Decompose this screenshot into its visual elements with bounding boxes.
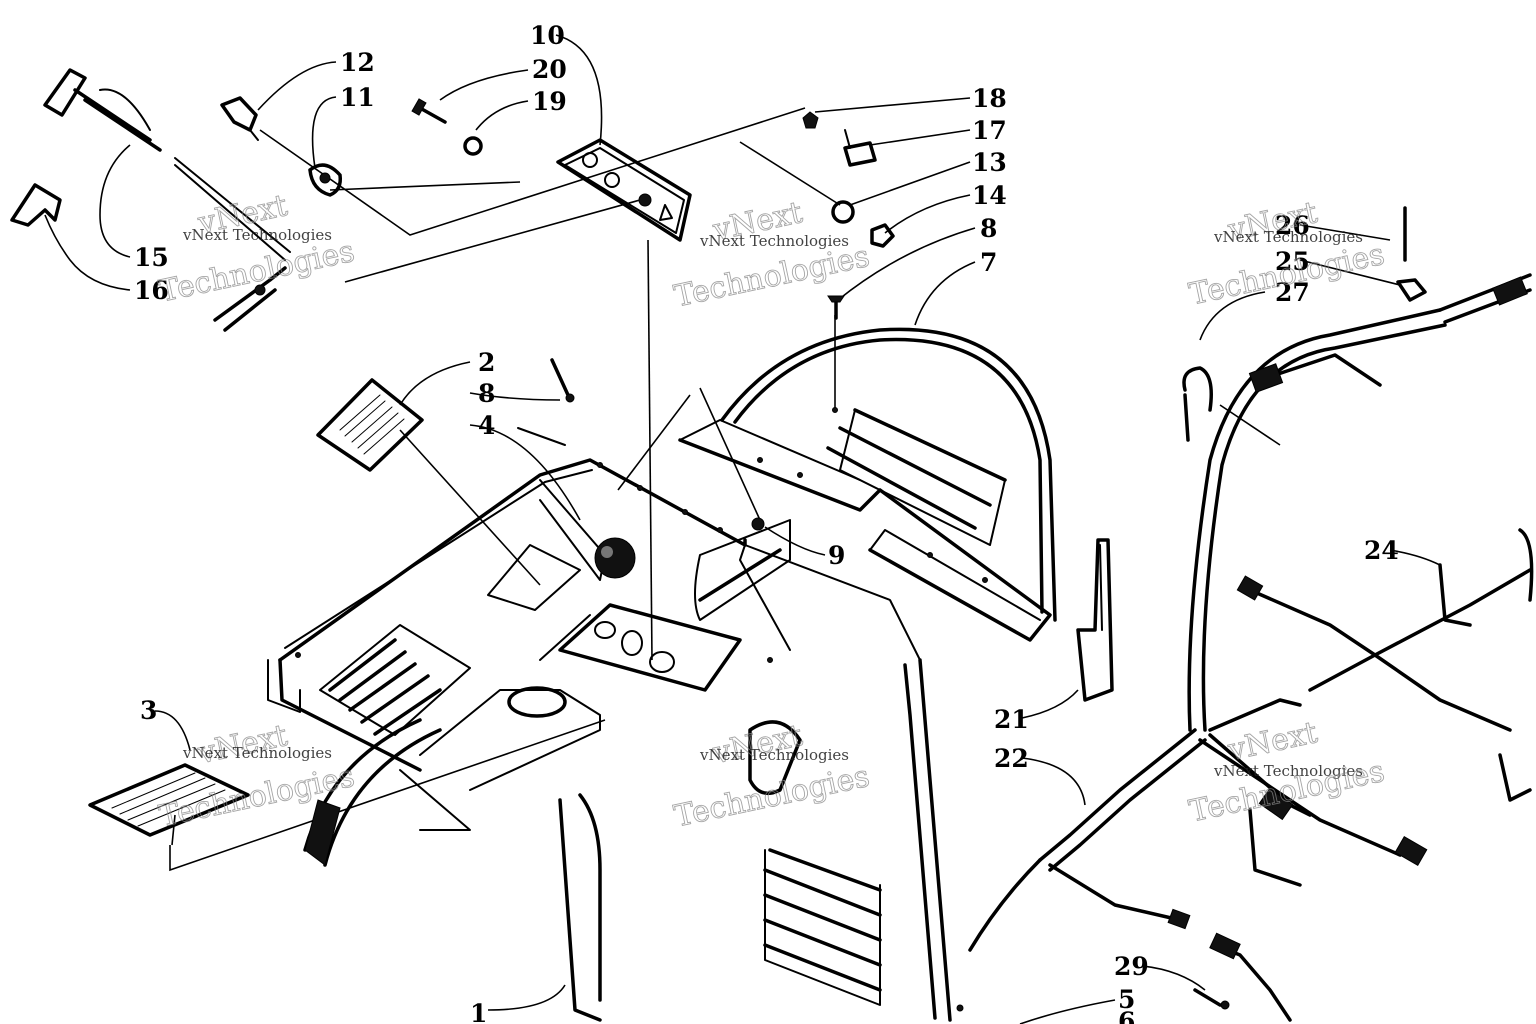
svg-text:vNext Technologies: vNext Technologies xyxy=(1213,228,1363,246)
svg-text:vNext Technologies: vNext Technologies xyxy=(699,232,849,250)
callout-8-top: 8 xyxy=(980,214,997,243)
svg-text:Technologies: Technologies xyxy=(671,759,872,835)
callout-24: 24 xyxy=(1364,536,1399,565)
callout-21: 21 xyxy=(994,705,1029,734)
wiring-harness xyxy=(968,206,1534,1022)
callout-7: 7 xyxy=(980,248,997,277)
callout-6: 6 xyxy=(1118,1007,1135,1024)
callout-1: 1 xyxy=(470,999,487,1024)
callout-14: 14 xyxy=(972,181,1007,210)
leader-lines xyxy=(44,34,1441,1024)
svg-text:vNext Technologies: vNext Technologies xyxy=(182,226,332,244)
callout-9: 9 xyxy=(828,541,845,570)
callout-5: 5 xyxy=(1118,985,1135,1014)
callout-8-left: 8 xyxy=(478,379,495,408)
callout-labels: 1 2 3 4 5 6 7 8 8 9 10 11 12 13 14 15 16… xyxy=(134,21,1399,1024)
callout-20: 20 xyxy=(532,55,567,84)
callout-13: 13 xyxy=(972,148,1007,177)
callout-12: 12 xyxy=(340,48,375,77)
callout-16: 16 xyxy=(134,276,169,305)
dash-panel-body xyxy=(267,458,964,1022)
callout-27: 27 xyxy=(1275,278,1310,307)
watermark: vNext vNext Technologies Technologies xyxy=(671,195,873,315)
callout-3: 3 xyxy=(140,696,157,725)
callout-26: 26 xyxy=(1275,211,1310,240)
callout-4: 4 xyxy=(478,411,495,440)
callout-18: 18 xyxy=(972,84,1007,113)
callout-2: 2 xyxy=(478,348,495,377)
svg-text:vNext: vNext xyxy=(1224,715,1320,768)
callout-29: 29 xyxy=(1114,952,1149,981)
callout-19: 19 xyxy=(532,87,567,116)
callout-11: 11 xyxy=(340,83,375,112)
svg-text:Technologies: Technologies xyxy=(671,239,872,315)
callout-25: 25 xyxy=(1275,247,1310,276)
svg-text:vNext Technologies: vNext Technologies xyxy=(1213,762,1363,780)
callout-22: 22 xyxy=(994,744,1029,773)
svg-text:vNext Technologies: vNext Technologies xyxy=(182,744,332,762)
watermark: vNext vNext Technologies Technologies xyxy=(671,718,873,835)
top-parts xyxy=(10,68,1114,837)
svg-text:Technologies: Technologies xyxy=(156,234,357,310)
cowl-windshield xyxy=(678,327,1057,642)
svg-text:vNext Technologies: vNext Technologies xyxy=(699,746,849,764)
callout-17: 17 xyxy=(972,116,1007,145)
callout-10: 10 xyxy=(530,21,565,50)
callout-15: 15 xyxy=(134,243,169,272)
